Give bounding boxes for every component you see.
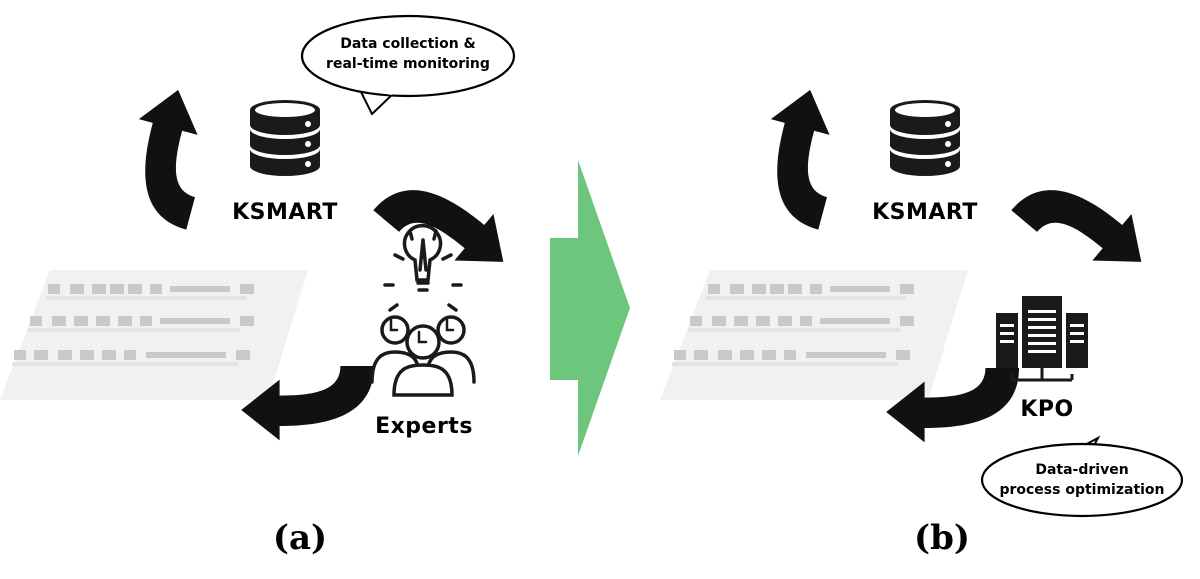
kpo-server-icon bbox=[994, 294, 1090, 382]
panel-caption-b: (b) bbox=[914, 518, 970, 558]
factory-illustration-b bbox=[660, 270, 968, 400]
arrow-to-experts-a bbox=[373, 153, 523, 296]
panel-caption-a: (a) bbox=[272, 518, 328, 558]
arrow-to-kpo-b bbox=[1011, 153, 1161, 296]
experts-icon bbox=[370, 223, 476, 397]
experts-label: Experts bbox=[375, 414, 473, 439]
database-icon-b bbox=[890, 100, 960, 176]
database-icon-a bbox=[250, 100, 320, 176]
transition-arrow bbox=[550, 160, 630, 456]
arrow-to-ksmart-b bbox=[746, 82, 853, 230]
speech-bubble-a bbox=[300, 14, 516, 116]
ksmart-label-a: KSMART bbox=[232, 200, 338, 225]
bubble-text-a: Data collection & real-time monitoring bbox=[326, 36, 490, 72]
arrow-to-ksmart-a bbox=[114, 82, 221, 230]
speech-bubble-b bbox=[980, 435, 1184, 518]
bubble-text-b: Data-driven process optimization bbox=[999, 462, 1165, 498]
factory-illustration-a bbox=[0, 270, 308, 400]
ksmart-label-b: KSMART bbox=[872, 200, 978, 225]
kpo-label: KPO bbox=[1020, 397, 1074, 422]
